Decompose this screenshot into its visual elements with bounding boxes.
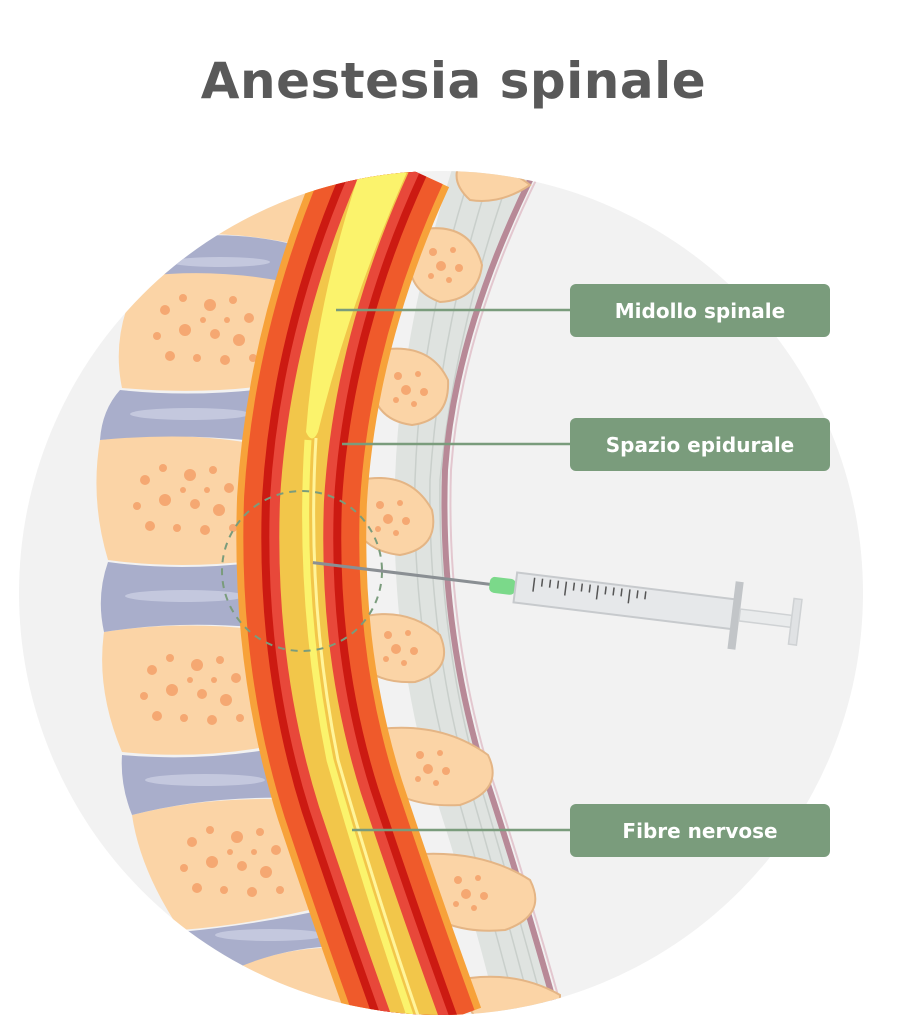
nerve-fibers-line: [302, 439, 419, 1015]
leader-lines: [336, 308, 570, 832]
needle-hub: [489, 576, 516, 595]
label-nerve-fibers: Fibre nervose: [570, 804, 830, 857]
vertebra-body: [118, 269, 283, 391]
syringe: [312, 561, 803, 650]
vertebra-body: [102, 625, 276, 755]
needle: [312, 561, 502, 588]
vertebra-body: [132, 799, 330, 930]
barrel-scale: [532, 577, 647, 604]
syringe-flange: [727, 581, 744, 650]
page-title: Anestesia spinale: [200, 52, 707, 110]
label-epidural-space: Spazio epidurale: [570, 418, 830, 471]
label-spinal-cord: Midollo spinale: [570, 284, 830, 337]
intervertebral-discs: [100, 235, 368, 970]
spinal-cord: [306, 171, 410, 439]
vertebra-body: [96, 436, 262, 565]
plunger-thumb: [787, 597, 803, 646]
spinous-process: [455, 171, 532, 202]
